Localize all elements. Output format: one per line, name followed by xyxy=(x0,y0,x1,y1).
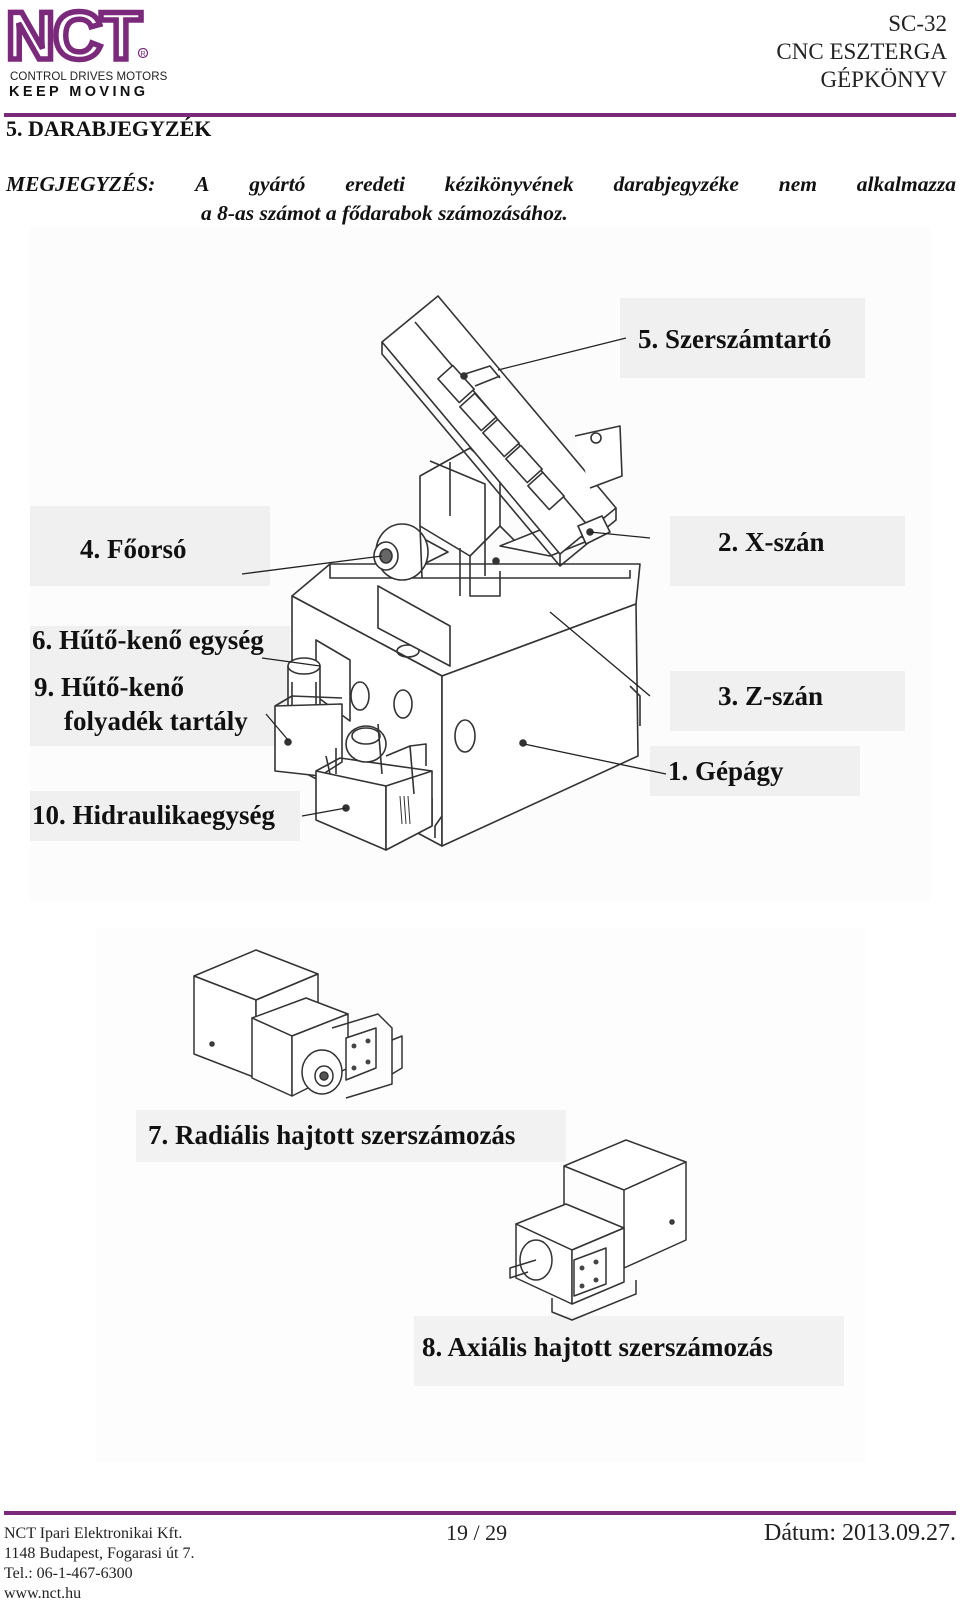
document-date: Dátum: 2013.09.27. xyxy=(764,1520,956,1546)
hydraulic-unit xyxy=(315,723,433,851)
label-coolant-tank-line-1: 9. Hűtő-kenő xyxy=(34,672,185,702)
machine-diagram: 5. Szerszámtartó 4. Főorsó 2. X-szán 6. … xyxy=(30,226,930,902)
note-word: MEGJEGYZÉS: xyxy=(6,172,156,196)
label-coolant-unit: 6. Hűtő-kenő egység xyxy=(32,625,264,655)
footer-web: www.nct.hu xyxy=(4,1585,82,1602)
label-coolant-tank-line-2: folyadék tartály xyxy=(64,706,248,736)
label-spindle: 4. Főorsó xyxy=(80,534,187,564)
label-radial-tooling: 7. Radiális hajtott szerszámozás xyxy=(148,1120,516,1150)
logo-wordmark: NCT xyxy=(6,4,141,68)
label-axial-tooling: 8. Axiális hajtott szerszámozás xyxy=(422,1332,773,1362)
logo-tagline: CONTROL DRIVES MOTORS xyxy=(10,71,168,83)
footer-phone: Tel.: 06-1-467-6300 xyxy=(4,1565,133,1582)
note-paragraph: MEGJEGYZÉS: A gyártó eredeti kézikönyvén… xyxy=(6,170,956,228)
document-code: SC-32 CNC ESZTERGA GÉPKÖNYV xyxy=(776,10,947,94)
svg-text:R: R xyxy=(141,51,146,58)
footer-address: 1148 Budapest, Fogarasi út 7. xyxy=(4,1545,195,1562)
note-word: alkalmazza xyxy=(856,172,956,196)
spindle-assembly xyxy=(373,447,591,667)
tooling-drawing xyxy=(136,949,844,1386)
nct-logo-mark: NCT R xyxy=(6,4,149,68)
machine-drawing xyxy=(30,295,905,851)
logo-slogan: KEEP MOVING xyxy=(9,84,149,100)
label-bed: 1. Gépágy xyxy=(668,756,784,786)
doc-code-line-2: CNC ESZTERGA xyxy=(776,39,947,64)
note-word: darabjegyzéke xyxy=(613,172,739,196)
label-z-slide: 3. Z-szán xyxy=(718,681,824,711)
company-logo: NCT R CONTROL DRIVES MOTORS KEEP MOVING xyxy=(6,4,167,100)
note-word: gyártó xyxy=(249,172,306,196)
label-x-slide: 2. X-szán xyxy=(718,527,825,557)
section-title: 5. DARABJEGYZÉK xyxy=(6,116,212,141)
doc-code-line-3: GÉPKÖNYV xyxy=(820,67,948,92)
axial-tool-drawing xyxy=(509,1139,687,1321)
leader-lines xyxy=(241,337,667,817)
doc-code-line-1: SC-32 xyxy=(888,11,947,36)
footer-company: NCT Ipari Elektronikai Kft. xyxy=(4,1525,183,1542)
tooling-diagram: 7. Radiális hajtott szerszámozás 8. Axiá… xyxy=(96,928,866,1462)
radial-tool-drawing xyxy=(193,949,403,1099)
note-word: eredeti xyxy=(345,172,405,196)
label-tool-holder: 5. Szerszámtartó xyxy=(638,324,832,354)
footer-company-info: NCT Ipari Elektronikai Kft. 1148 Budapes… xyxy=(4,1524,195,1604)
note-word: nem xyxy=(778,172,817,196)
note-word: kézikönyvének xyxy=(444,172,574,196)
note-line-1: MEGJEGYZÉS: A gyártó eredeti kézikönyvén… xyxy=(6,170,956,199)
footer-rule xyxy=(4,1511,956,1515)
label-hydraulic-unit: 10. Hidraulikaegység xyxy=(32,800,276,830)
page-number: 19 / 29 xyxy=(446,1520,508,1545)
header-rule xyxy=(4,113,956,117)
tool-holder-slide xyxy=(381,295,623,567)
note-word: A xyxy=(195,172,210,196)
coolant-unit xyxy=(274,657,343,777)
note-line-2: a 8-as számot a fődarabok számozásához. xyxy=(201,201,568,225)
